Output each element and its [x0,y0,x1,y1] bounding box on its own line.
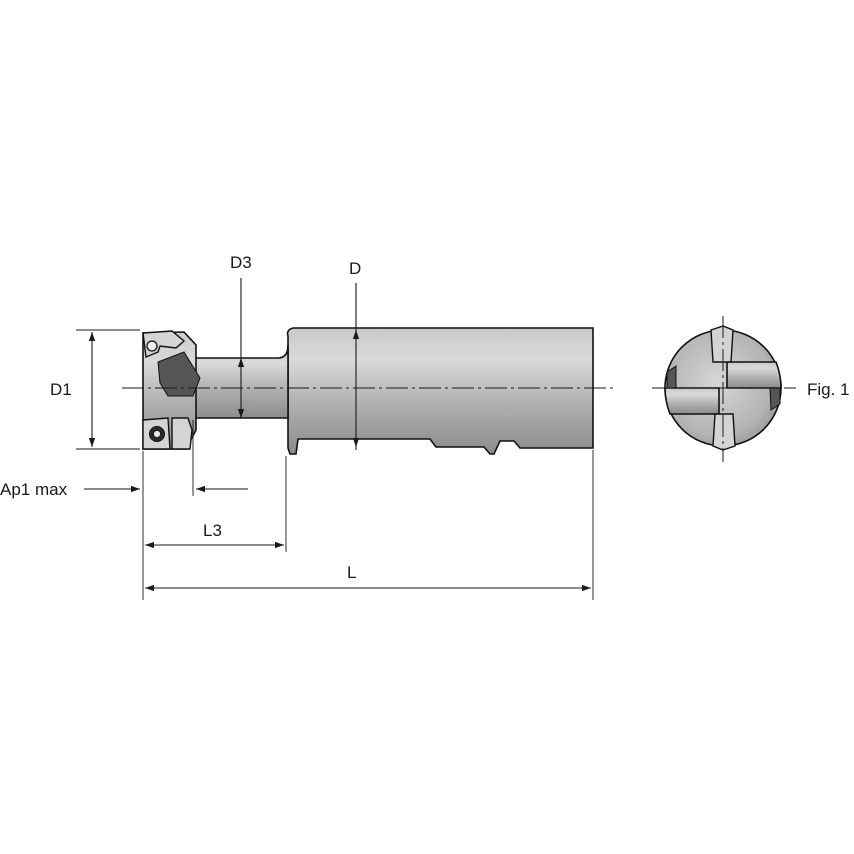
insert-screw-lower-head [153,430,161,438]
label-d1: D1 [50,380,72,399]
dimension-ap1-max: Ap1 max [0,420,248,600]
tool-side-view [142,327,594,455]
end-flute-upper-right [726,361,782,389]
dimension-l: L [145,450,594,600]
tool-shank [286,327,594,455]
dimension-d: D [349,259,361,450]
dimension-l3: L3 [145,456,287,552]
end-insert-right [769,387,781,411]
dimension-d1: D1 [50,329,140,450]
end-insert-left [666,365,677,389]
insert-screw-upper [146,340,158,352]
dimension-d3: D3 [230,253,252,418]
label-ap1-max: Ap1 max [0,480,68,499]
label-d3: D3 [230,253,252,272]
end-insert-top [710,325,734,363]
end-flute-lower-left [664,387,720,415]
label-l3: L3 [203,521,222,540]
end-insert-bottom [712,413,736,451]
label-d: D [349,259,361,278]
insert-pocket-upper [157,351,201,397]
insert-pocket-lower [171,417,193,450]
label-l: L [347,563,356,582]
label-fig-1: Fig. 1 [807,380,850,399]
